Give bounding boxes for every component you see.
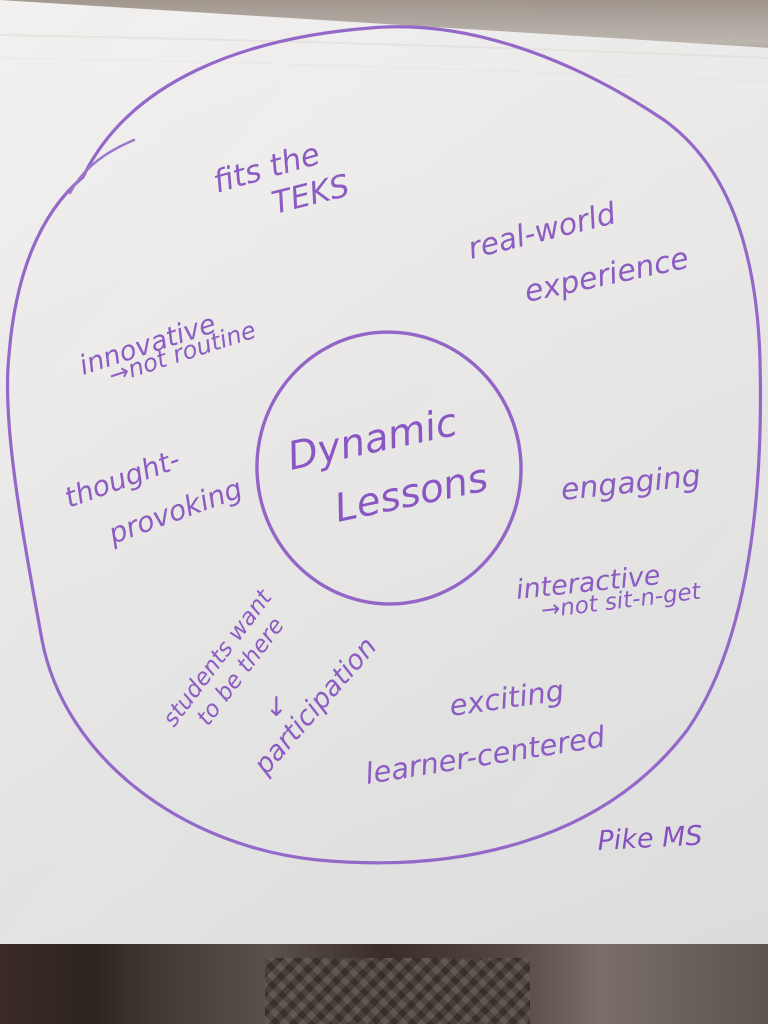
outer-circle [5, 25, 763, 865]
patterned-fabric [265, 958, 530, 1024]
label-engaging: engaging [559, 458, 702, 507]
inner-circle [255, 330, 523, 606]
center-text-lessons: Lessons [331, 455, 492, 531]
outer-circle-overlap-stroke [68, 138, 136, 195]
label-real-world: real-world [464, 196, 620, 267]
label-learner-centered: learner-centered [363, 719, 608, 791]
label-down-arrow: ↓ [265, 692, 288, 723]
label-pike-ms: Pike MS [597, 821, 704, 857]
label-experience: experience [521, 241, 691, 310]
label-exciting: exciting [447, 673, 566, 723]
